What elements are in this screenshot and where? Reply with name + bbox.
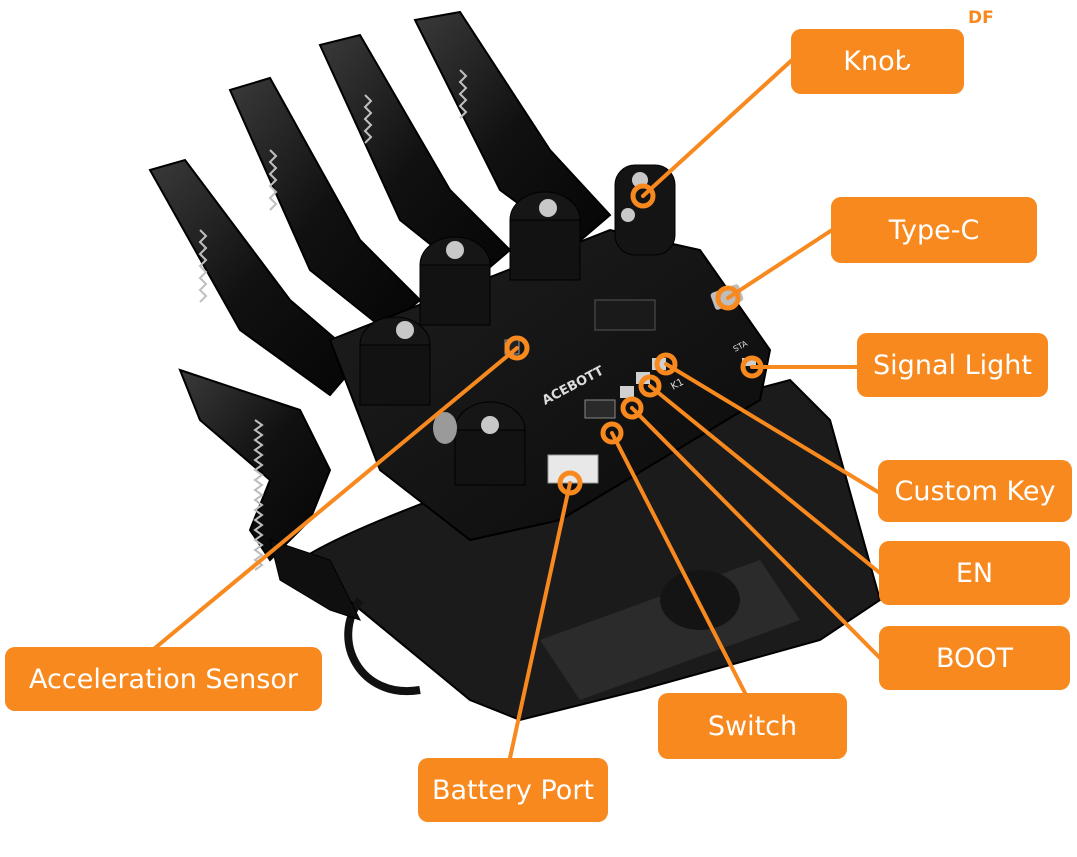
battery-port — [547, 454, 599, 484]
finger-spring — [198, 229, 208, 303]
thumb-tip — [269, 539, 361, 621]
leader-line-knob — [641, 58, 794, 198]
label-type-c: Type-C — [831, 197, 1037, 263]
watermark-logo: DF — [968, 8, 994, 28]
servo — [509, 191, 581, 281]
signal-led — [742, 358, 756, 366]
mcu-chip — [594, 299, 656, 331]
marker-custom-key — [654, 352, 678, 376]
robotic-hand-device: ACEBOTT K1 STA — [148, 10, 882, 722]
marker-battery-port — [557, 470, 583, 496]
marker-acceleration-sensor — [504, 335, 530, 361]
board-k1-text: K1 — [669, 377, 686, 393]
strap-buckle — [660, 570, 740, 630]
label-boot: BOOT — [879, 626, 1070, 690]
label-en: EN — [879, 541, 1070, 605]
servo — [454, 401, 526, 486]
leader-lines — [153, 58, 882, 760]
leader-line-switch — [610, 431, 747, 695]
leader-line-acceleration-sensor — [153, 346, 519, 650]
watermark-bar — [905, 46, 961, 64]
marker-signal-light — [740, 355, 764, 379]
marker-boot — [620, 396, 644, 420]
servo — [419, 236, 491, 326]
thumb-segment — [178, 368, 332, 562]
capacitor — [433, 412, 457, 444]
label-battery-port: Battery Port — [418, 758, 608, 822]
boot-button — [620, 386, 634, 398]
leader-line-battery-port — [508, 481, 572, 760]
thumb-spring — [253, 419, 264, 571]
finger-spring — [458, 69, 468, 119]
leader-line-en — [648, 384, 882, 575]
servo — [359, 316, 431, 406]
leader-line-boot — [630, 406, 882, 660]
label-signal-light: Signal Light — [857, 333, 1048, 397]
marker-en — [638, 374, 662, 398]
finger-spring — [363, 94, 373, 144]
finger-index — [413, 10, 612, 247]
marker-knob — [630, 183, 656, 209]
label-custom-key: Custom Key — [878, 460, 1072, 522]
marker-type-c — [715, 285, 741, 311]
leader-line-type-c — [726, 228, 834, 300]
finger-spring — [268, 149, 278, 211]
leader-line-custom-key — [664, 362, 880, 494]
knob-component — [614, 164, 676, 256]
callout-markers — [504, 183, 764, 496]
marker-switch — [600, 421, 624, 445]
label-switch: Switch — [658, 693, 847, 759]
power-switch — [584, 399, 616, 419]
label-acceleration-sensor: Acceleration Sensor — [5, 647, 322, 711]
